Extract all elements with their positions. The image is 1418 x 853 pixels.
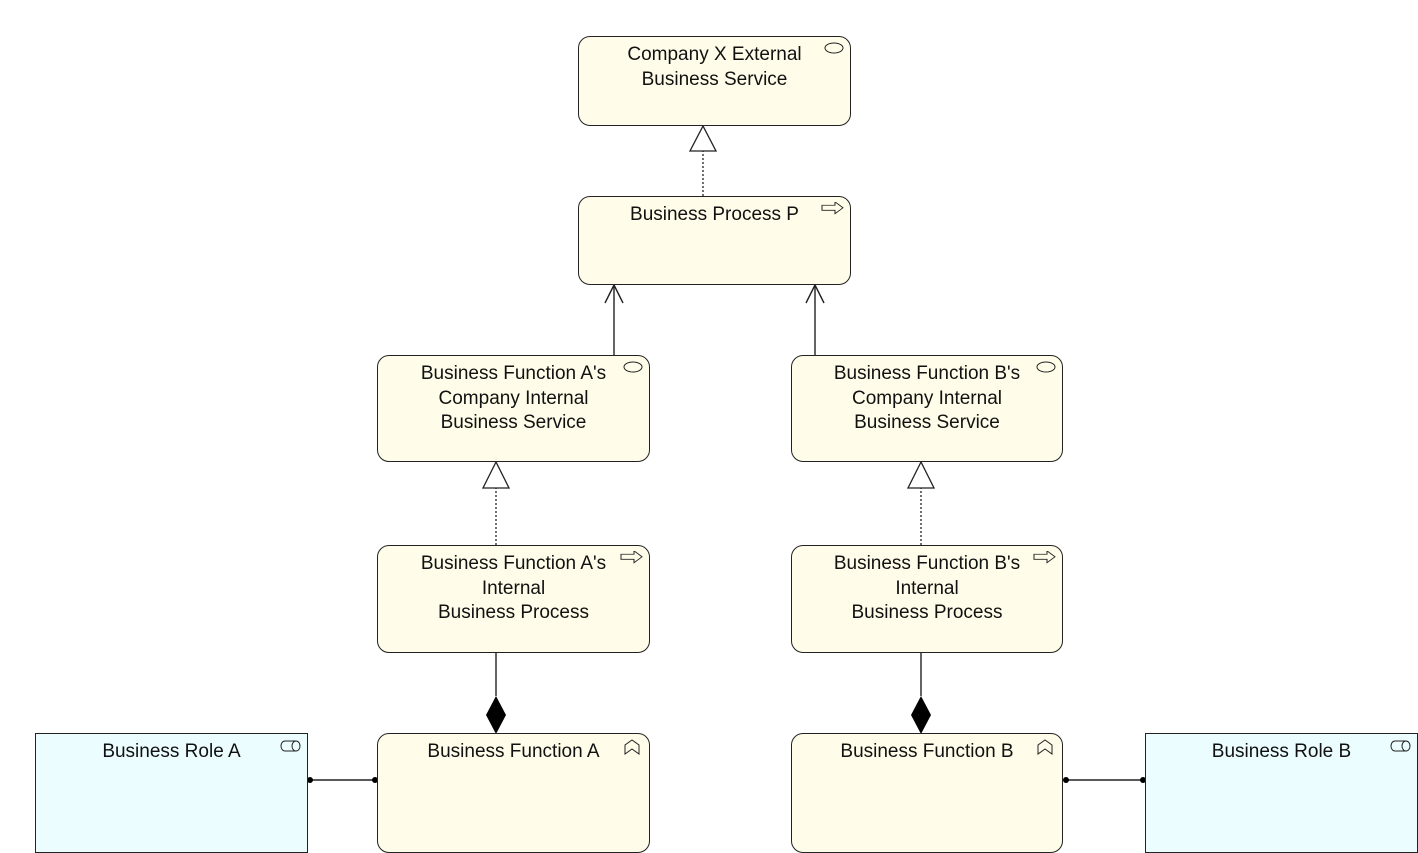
process-arrow-icon (821, 202, 844, 215)
element-label: Company X External Business Service (627, 44, 802, 90)
business-process-function-b[interactable]: Business Function B's Internal Business … (791, 545, 1063, 653)
function-chevron-icon (624, 739, 640, 755)
element-label: Business Function A's Internal Business … (420, 553, 607, 623)
element-label: Business Role B (1211, 741, 1352, 762)
composition-diamond (486, 696, 506, 734)
serving-arrowhead (805, 283, 825, 304)
assignment-connector[interactable] (1063, 777, 1146, 783)
business-process-p[interactable]: Business Process P (578, 196, 851, 285)
realization-connector[interactable] (688, 124, 718, 196)
serving-connector[interactable] (805, 283, 825, 355)
service-icon (824, 42, 844, 54)
element-label: Business Function B's Company Internal B… (833, 363, 1021, 433)
element-label: Business Function B's Internal Business … (833, 553, 1021, 623)
assignment-connector[interactable] (307, 777, 378, 783)
composition-connector[interactable] (486, 653, 506, 734)
element-label: Business Function A's Company Internal B… (420, 363, 607, 433)
assignment-dot (372, 777, 378, 783)
business-service-function-a[interactable]: Business Function A's Company Internal B… (377, 355, 650, 462)
element-label: Business Process P (630, 204, 799, 225)
service-icon (623, 361, 643, 373)
realization-arrowhead (481, 460, 511, 489)
role-cylinder-icon (1390, 740, 1411, 752)
business-process-function-a[interactable]: Business Function A's Internal Business … (377, 545, 650, 653)
business-function-a[interactable]: Business Function A (377, 733, 650, 853)
realization-connector[interactable] (481, 460, 511, 545)
serving-connector[interactable] (604, 283, 624, 355)
realization-arrowhead (688, 124, 718, 152)
realization-arrowhead (906, 460, 936, 489)
composition-connector[interactable] (911, 653, 931, 734)
business-service-external[interactable]: Company X External Business Service (578, 36, 851, 126)
service-icon (1036, 361, 1056, 373)
business-role-b[interactable]: Business Role B (1145, 733, 1418, 853)
role-cylinder-icon (280, 740, 301, 752)
composition-diamond (911, 696, 931, 734)
serving-arrowhead (604, 283, 624, 304)
assignment-dot (307, 777, 313, 783)
function-chevron-icon (1037, 739, 1053, 755)
business-function-b[interactable]: Business Function B (791, 733, 1063, 853)
element-label: Business Function B (840, 741, 1014, 762)
process-arrow-icon (1033, 551, 1056, 564)
element-label: Business Role A (102, 741, 241, 762)
process-arrow-icon (620, 551, 643, 564)
business-role-a[interactable]: Business Role A (35, 733, 308, 853)
element-label: Business Function A (427, 741, 600, 762)
assignment-dot (1140, 777, 1146, 783)
assignment-dot (1063, 777, 1069, 783)
realization-connector[interactable] (906, 460, 936, 545)
business-service-function-b[interactable]: Business Function B's Company Internal B… (791, 355, 1063, 462)
